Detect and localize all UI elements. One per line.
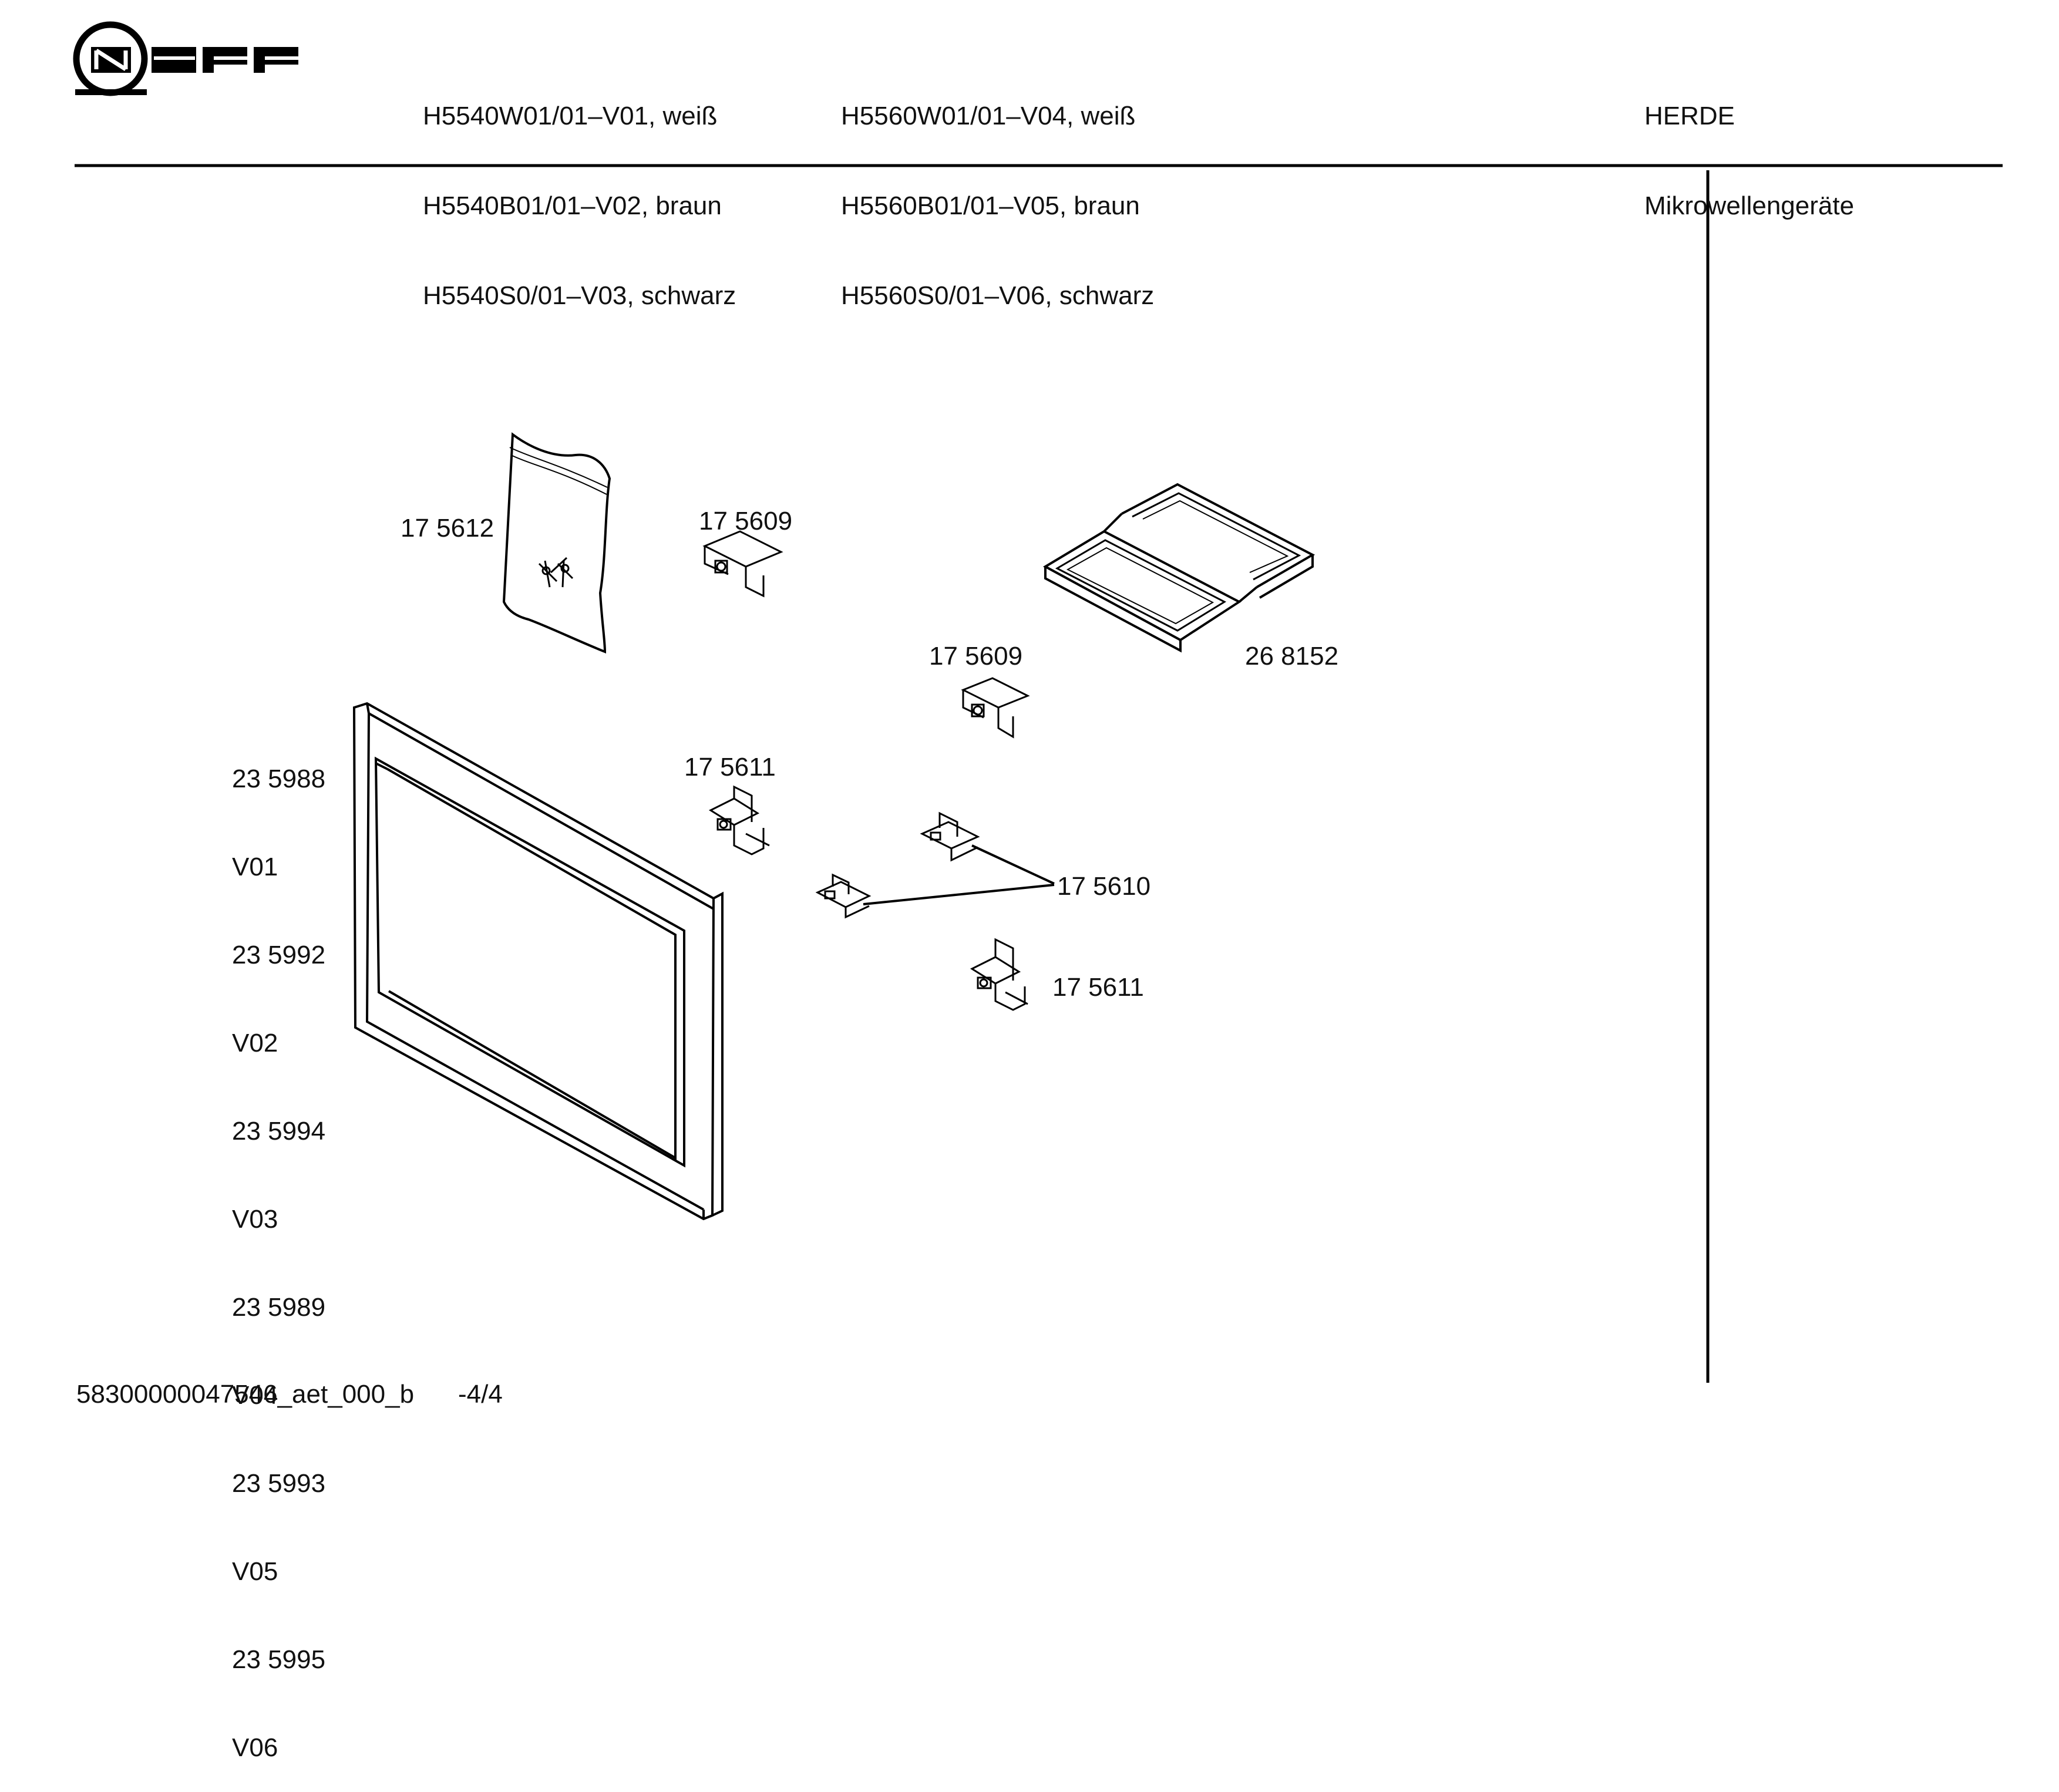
models-column-2: H5560W01/01–V04, weiß H5560B01/01–V05, b…: [841, 41, 1154, 341]
label-tray-pair: 26 8152: [1245, 642, 1339, 671]
part-hinge-lower: [970, 938, 1028, 1011]
label-hinge-lower: 17 5611: [1052, 973, 1144, 1002]
model-line: H5560B01/01–V05, braun: [841, 191, 1140, 220]
part-tray-pair: [1042, 483, 1316, 653]
label-bracket-top: 17 5609: [699, 507, 793, 535]
variant-code: V02: [232, 1029, 278, 1057]
variant-part-number: 23 5988: [232, 764, 326, 793]
part-clips: [815, 811, 1055, 919]
label-bracket-mid: 17 5609: [929, 642, 1023, 671]
variant-code: V03: [232, 1205, 278, 1234]
model-line: H5540S0/01–V03, schwarz: [423, 281, 736, 310]
variant-part-number: 23 5992: [232, 941, 326, 969]
exploded-view-diagram: [73, 21, 2003, 1383]
model-line: H5540W01/01–V01, weiß: [423, 102, 718, 130]
variant-part-number: 23 5995: [232, 1645, 326, 1674]
neff-logo: [73, 21, 300, 96]
part-screw-bag: [502, 432, 611, 654]
part-bracket-top: [702, 530, 783, 598]
part-bracket-mid: [961, 677, 1030, 739]
footer-doc-id: 58300000047546_aet_000_b: [76, 1380, 415, 1409]
label-hinge-upper: 17 5611: [684, 753, 776, 782]
variant-part-number: 23 5989: [232, 1293, 326, 1322]
variant-code: V01: [232, 853, 278, 881]
variant-part-number: 23 5994: [232, 1117, 326, 1146]
label-screw-bag: 17 5612: [401, 514, 494, 543]
label-clips: 17 5610: [1057, 872, 1151, 901]
footer-page: -4/4: [458, 1380, 503, 1409]
model-line: H5560S0/01–V06, schwarz: [841, 281, 1155, 310]
models-column-1: H5540W01/01–V01, weiß H5540B01/01–V02, b…: [423, 41, 736, 341]
variant-code: V05: [232, 1557, 278, 1586]
subcategory-label: Mikrowellengeräte: [1644, 191, 1855, 220]
part-hinge-upper: [708, 785, 770, 855]
variant-part-number: 23 5993: [232, 1469, 326, 1498]
variant-code: V04: [232, 1381, 278, 1410]
part-door-frame: [352, 702, 724, 1221]
category-block: HERDE Mikrowellengeräte: [1644, 41, 1854, 251]
frame-variant-list: 23 5988 V01 23 5992 V02 23 5994 V03 23 5…: [232, 706, 325, 1792]
category-label: HERDE: [1644, 102, 1735, 130]
variant-code: V06: [232, 1733, 278, 1762]
model-line: H5560W01/01–V04, weiß: [841, 102, 1136, 130]
model-line: H5540B01/01–V02, braun: [423, 191, 722, 220]
